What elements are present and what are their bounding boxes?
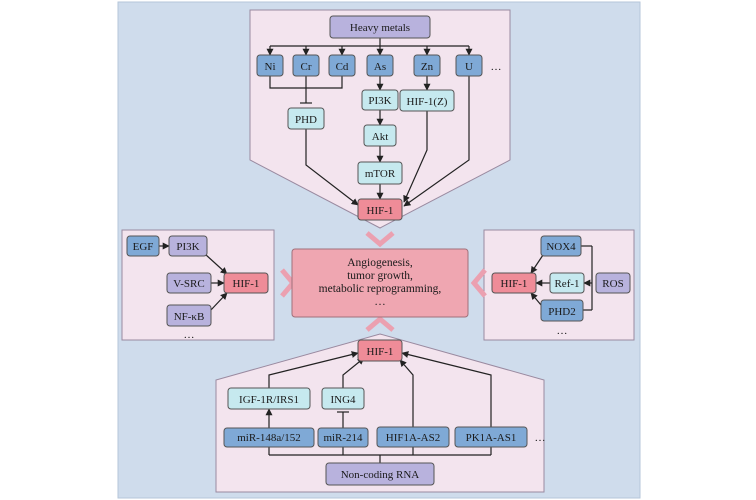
outcome-line-1: Angiogenesis, — [347, 257, 413, 269]
phd-label: PHD — [295, 114, 317, 126]
hif1a-as2-node — [376, 426, 450, 448]
vsrc-node — [166, 272, 212, 294]
phd2-node — [540, 299, 584, 322]
pi3k-top-node — [361, 89, 399, 111]
ros-label: ROS — [602, 278, 623, 290]
bottom-edges — [265, 351, 492, 463]
hif1z-label: HIF-1(Z) — [407, 96, 448, 108]
mir214-node — [317, 427, 369, 448]
outcome-line-4: … — [374, 296, 386, 308]
zn-label: Zn — [421, 61, 434, 73]
noncoding-node — [325, 462, 435, 486]
outcome-line-2: tumor growth, — [347, 270, 413, 282]
hif1-right-node — [491, 272, 537, 294]
vsrc-label: V-SRC — [173, 278, 204, 290]
top-nodes: Heavy metals Ni Cr Cd As Zn U … PHD PI3K… — [256, 15, 502, 221]
right-ellipsis: … — [557, 325, 568, 337]
phd2-label: PHD2 — [548, 306, 576, 318]
mir214-label: miR-214 — [323, 432, 363, 444]
outcome-box — [291, 248, 469, 318]
left-edges — [159, 242, 228, 312]
u-label: U — [465, 61, 473, 73]
left-ellipsis: … — [184, 329, 195, 341]
chevron-right — [470, 268, 487, 298]
hif1a-as2-label: HIF1A-AS2 — [386, 432, 440, 444]
hif1-left-label: HIF-1 — [233, 278, 260, 290]
bottom-panel — [215, 333, 545, 493]
pi3k-top-label: PI3K — [368, 95, 391, 107]
hif1-bottom-label: HIF-1 — [367, 346, 394, 358]
chevron-top — [365, 231, 395, 248]
right-nodes: NOX4 Ref-1 PHD2 ROS HIF-1 … — [491, 235, 631, 337]
hif1z-node — [399, 89, 455, 112]
nfkb-label: NF-κB — [174, 311, 205, 323]
outcome-line-3: metabolic reprogramming, — [319, 283, 442, 295]
egf-node — [126, 235, 160, 257]
ni-node — [256, 54, 284, 77]
mtor-node — [357, 161, 403, 185]
mir148-node — [223, 427, 315, 448]
top-ellipsis: … — [491, 61, 502, 73]
u-node — [455, 54, 483, 77]
right-edges — [530, 245, 593, 311]
cr-node — [292, 54, 320, 77]
akt-node — [363, 124, 397, 147]
hif1-left-node — [223, 272, 269, 294]
zn-node — [413, 54, 441, 77]
nfkb-node — [166, 304, 212, 327]
pi3k-left-node — [168, 235, 208, 257]
hif1-top-label: HIF-1 — [367, 205, 394, 217]
heavy-metals-node — [329, 15, 431, 39]
cd-node — [328, 54, 356, 77]
noncoding-label: Non-coding RNA — [341, 469, 420, 481]
as-label: As — [374, 61, 386, 73]
heavy-metals-label: Heavy metals — [350, 22, 410, 34]
nox4-label: NOX4 — [546, 241, 576, 253]
bottom-nodes: HIF-1 IGF-1R/IRS1 ING4 miR-148a/152 miR-… — [223, 339, 546, 486]
bottom-ellipsis: … — [535, 432, 546, 444]
hif1-right-label: HIF-1 — [501, 278, 528, 290]
cd-label: Cd — [336, 61, 349, 73]
ni-label: Ni — [265, 61, 276, 73]
ref1-label: Ref-1 — [554, 278, 579, 290]
hif1-bottom-node — [357, 339, 403, 362]
pk1a-as1-label: PK1A-AS1 — [466, 432, 517, 444]
mir148-label: miR-148a/152 — [237, 432, 301, 444]
ing4-label: ING4 — [330, 394, 356, 406]
as-node — [366, 54, 394, 77]
pk1a-as1-node — [454, 426, 528, 448]
akt-label: Akt — [372, 131, 389, 143]
phd-node — [287, 107, 325, 130]
top-edges — [266, 38, 473, 207]
cr-label: Cr — [301, 61, 312, 73]
igf-node — [227, 387, 311, 410]
chevron-bottom — [365, 315, 395, 332]
ref1-node — [549, 272, 585, 294]
nox4-node — [540, 235, 582, 257]
ing4-node — [321, 387, 365, 410]
left-nodes: EGF PI3K V-SRC NF-κB HIF-1 … — [126, 235, 269, 341]
igf-label: IGF-1R/IRS1 — [239, 394, 299, 406]
egf-label: EGF — [133, 241, 154, 253]
pi3k-left-label: PI3K — [176, 241, 199, 253]
ros-node — [595, 272, 631, 294]
hif1-top-node — [357, 198, 403, 221]
mtor-label: mTOR — [365, 168, 396, 180]
